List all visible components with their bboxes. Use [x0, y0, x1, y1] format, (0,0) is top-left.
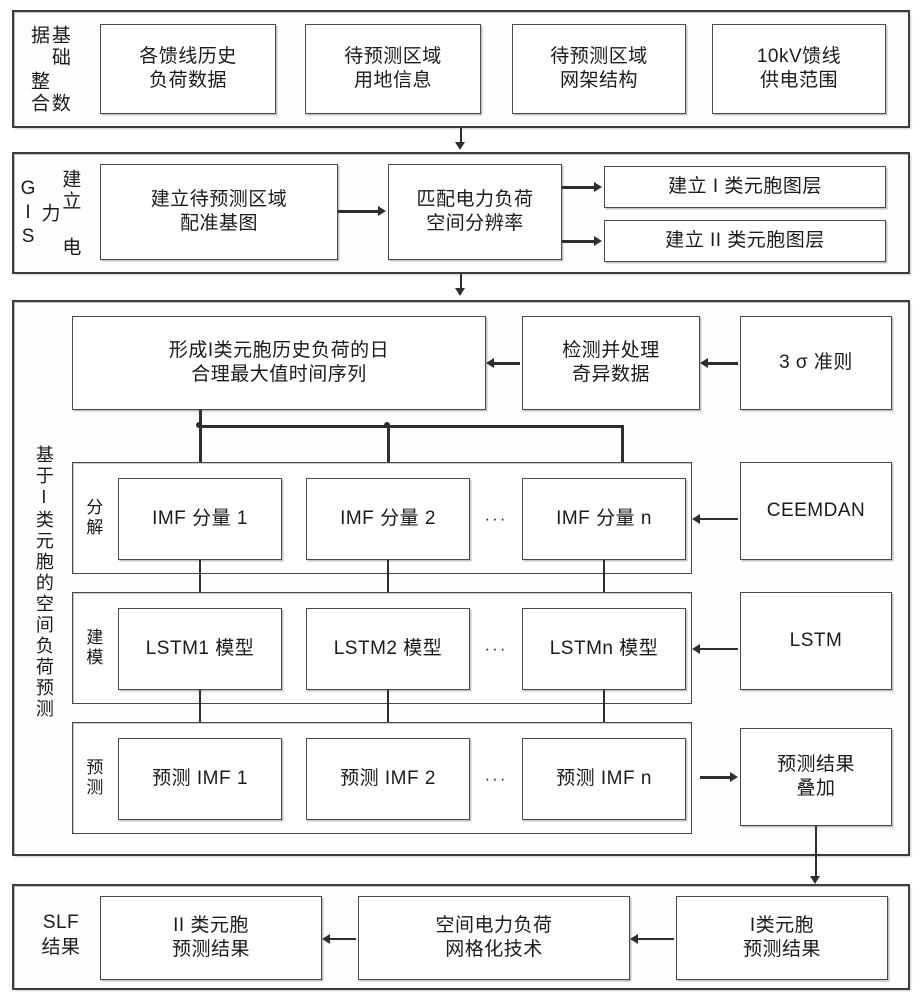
node-predicted-imf-n: 预测 IMF n	[522, 738, 686, 820]
connector-gridding-to-class2	[330, 938, 356, 940]
arrowhead-sigma-to-outliers	[700, 358, 708, 368]
connector-bus-down-2	[387, 425, 390, 467]
node-label: CEEMDAN	[766, 499, 866, 521]
node-class1-cell-prediction-result: I类元胞 预测结果	[676, 896, 888, 980]
node-daily-max-time-series: 形成I类元胞历史负荷的日 合理最大值时间序列	[72, 316, 486, 410]
connector-lstm-to-model	[700, 648, 738, 650]
node-label: LSTM1 模型	[145, 637, 255, 659]
connector-class1-to-gridding	[638, 938, 674, 940]
section-base-data-label: 基础 数据 整合	[28, 25, 70, 115]
connector-imfn-to-lstmn	[603, 560, 605, 608]
section-slf-result-label: SLF 结果	[41, 912, 81, 958]
node-lstm: LSTM	[740, 592, 892, 690]
connector-basemap-to-resolution	[338, 210, 378, 213]
ellipsis-decomposition: ···	[484, 509, 508, 528]
node-lstm2-model: LSTM2 模型	[306, 608, 470, 690]
node-ceemdan: CEEMDAN	[740, 462, 892, 560]
connector-resolution-to-layer1	[562, 186, 594, 189]
connector-outliers-to-series	[494, 362, 520, 365]
node-lstm1-model: LSTM1 模型	[118, 608, 282, 690]
node-label: LSTM2 模型	[333, 637, 443, 659]
arrowhead-resolution-to-layer1	[594, 182, 602, 192]
node-target-area-landuse: 待预测区域 用地信息	[305, 24, 481, 114]
node-match-spatial-resolution: 匹配电力负荷 空间分辨率	[388, 164, 562, 260]
connector-bus-down-3	[621, 425, 624, 467]
arrowhead-basemap-to-resolution	[378, 206, 386, 216]
row-label-decomposition: 分解	[83, 498, 103, 538]
connector-ceemdan-to-imf	[700, 518, 738, 520]
node-feeder-history-load: 各馈线历史 负荷数据	[100, 24, 276, 114]
connector-series-stem	[199, 410, 202, 426]
arrowhead-base-to-gis	[455, 142, 465, 150]
node-label: 待预测区域 用地信息	[344, 45, 442, 91]
connector-lstmn-to-predn	[603, 690, 605, 738]
node-label: 各馈线历史 负荷数据	[139, 45, 237, 91]
connector-predn-to-superposition	[700, 776, 730, 779]
arrowhead-resolution-to-layer2	[594, 236, 602, 246]
row-label-modeling: 建模	[83, 628, 103, 668]
ellipsis-prediction: ···	[484, 769, 508, 788]
node-label: IMF 分量 1	[152, 507, 248, 529]
arrowhead-gridding-to-class2	[322, 934, 330, 944]
node-build-registration-basemap: 建立待预测区域 配准基图	[100, 164, 338, 260]
node-build-class2-cell-layer: 建立 II 类元胞图层	[604, 220, 886, 262]
node-spatial-load-gridding-tech: 空间电力负荷 网格化技术	[358, 896, 630, 980]
arrowhead-outliers-to-series	[486, 358, 494, 368]
node-imf-n: IMF 分量 n	[522, 478, 686, 560]
node-label: IMF 分量 2	[340, 507, 436, 529]
node-label: 形成I类元胞历史负荷的日 合理最大值时间序列	[168, 339, 390, 385]
node-label: LSTMn 模型	[549, 637, 659, 659]
node-label: IMF 分量 n	[556, 507, 652, 529]
node-label: 10kV馈线 供电范围	[756, 45, 842, 91]
node-label: 建立 II 类元胞图层	[665, 229, 825, 251]
node-target-area-grid-structure: 待预测区域 网架结构	[512, 24, 686, 114]
row-label-prediction: 预测	[83, 758, 103, 798]
arrowhead-class1-to-gridding	[630, 934, 638, 944]
node-imf-1: IMF 分量 1	[118, 478, 282, 560]
node-label: 匹配电力负荷 空间分辨率	[416, 188, 534, 234]
node-prediction-superposition: 预测结果 叠加	[740, 728, 892, 826]
node-label: 检测并处理 奇异数据	[562, 339, 660, 385]
connector-sigma-to-outliers	[708, 362, 738, 365]
node-label: 预测 IMF n	[556, 767, 652, 789]
connector-imf1-to-lstm1	[199, 560, 201, 608]
node-label: 3 σ 准则	[779, 351, 853, 373]
connector-fanout-bus	[199, 425, 623, 428]
node-label: 预测 IMF 2	[340, 767, 436, 789]
node-detect-handle-outliers: 检测并处理 奇异数据	[522, 316, 700, 410]
connector-gis-to-forecast	[460, 274, 462, 290]
node-label: I类元胞 预测结果	[742, 914, 821, 960]
arrowhead-lstm-to-model	[692, 644, 700, 654]
connector-bus-down-1	[199, 425, 202, 467]
node-class2-cell-prediction-result: II 类元胞 预测结果	[100, 896, 322, 980]
connector-resolution-to-layer2	[562, 240, 594, 243]
node-predicted-imf-1: 预测 IMF 1	[118, 738, 282, 820]
connector-lstm1-to-pred1	[199, 690, 201, 738]
node-label: 空间电力负荷 网格化技术	[435, 914, 553, 960]
node-three-sigma-rule: 3 σ 准则	[740, 316, 892, 410]
section-power-gis-label: 建立 电力 GIS	[17, 169, 81, 259]
arrowhead-superposition-to-slf	[810, 876, 820, 884]
connector-imf2-to-lstm2	[387, 560, 389, 608]
node-label: 建立待预测区域 配准基图	[150, 188, 288, 234]
arrowhead-predn-to-superposition	[730, 772, 738, 782]
node-label: 预测 IMF 1	[152, 767, 248, 789]
node-lstmn-model: LSTMn 模型	[522, 608, 686, 690]
arrowhead-gis-to-forecast	[455, 288, 465, 296]
node-label: 待预测区域 网架结构	[550, 45, 648, 91]
ellipsis-modeling: ···	[484, 639, 508, 658]
connector-lstm2-to-pred2	[387, 690, 389, 738]
node-label: 建立 I 类元胞图层	[668, 175, 822, 197]
node-predicted-imf-2: 预测 IMF 2	[306, 738, 470, 820]
node-10kv-feeder-supply-range: 10kV馈线 供电范围	[712, 24, 886, 114]
node-imf-2: IMF 分量 2	[306, 478, 470, 560]
node-build-class1-cell-layer: 建立 I 类元胞图层	[604, 166, 886, 208]
connector-base-to-gis	[460, 128, 462, 144]
section-forecast-label: 基于I类元胞的空间负荷预测	[33, 444, 54, 720]
arrowhead-ceemdan-to-imf	[692, 514, 700, 524]
node-label: LSTM	[789, 629, 843, 651]
node-label: II 类元胞 预测结果	[171, 914, 250, 960]
connector-superposition-to-slf	[815, 826, 817, 880]
node-label: 预测结果 叠加	[776, 753, 855, 799]
